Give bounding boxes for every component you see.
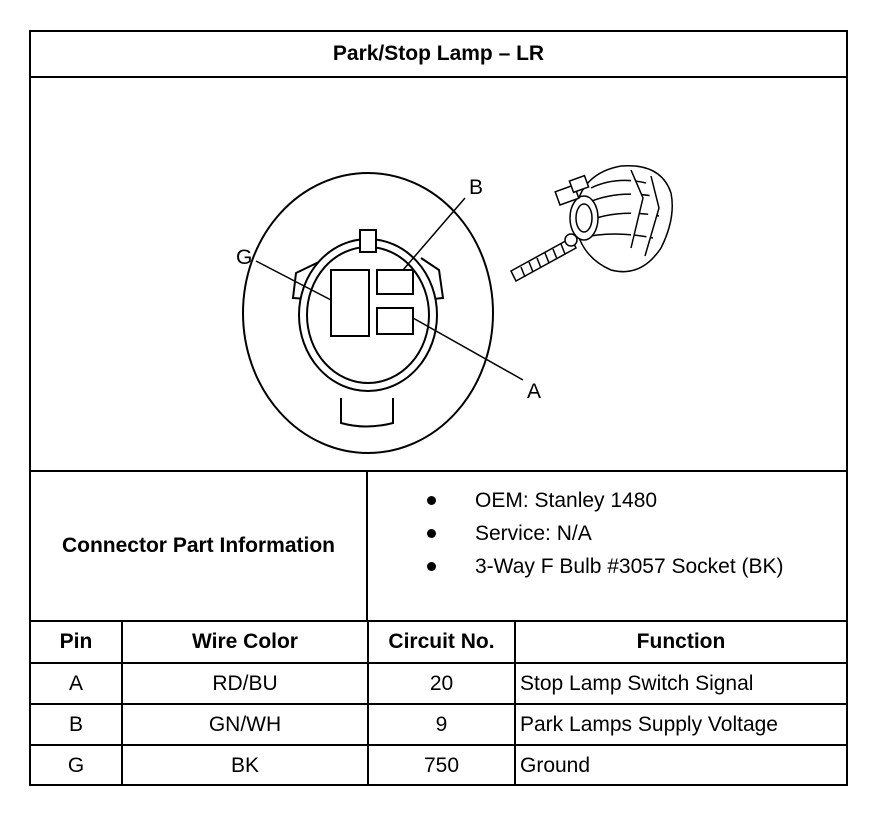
connector-diagram: G B A <box>31 78 846 470</box>
table-row: B GN/WH 9 Park Lamps Supply Voltage <box>31 703 846 746</box>
header-function: Function <box>514 622 846 664</box>
cell-pin: B <box>31 703 123 746</box>
socket-key <box>359 229 377 253</box>
page-title: Park/Stop Lamp – LR <box>31 32 846 78</box>
list-item: OEM: Stanley 1480 <box>368 484 846 517</box>
header-circuit: Circuit No. <box>367 622 516 664</box>
cell-function: Park Lamps Supply Voltage <box>514 703 846 746</box>
header-wire-color: Wire Color <box>121 622 369 664</box>
connector-info-label: Connector Part Information <box>31 472 368 620</box>
cell-pin: A <box>31 662 123 705</box>
cell-wire-color: RD/BU <box>121 662 369 705</box>
list-item: 3-Way F Bulb #3057 Socket (BK) <box>368 550 846 583</box>
cell-wire-color: BK <box>121 744 369 786</box>
connector-part-information: Connector Part Information OEM: Stanley … <box>31 470 846 622</box>
table-row: G BK 750 Ground <box>31 744 846 786</box>
cell-pin: G <box>31 744 123 786</box>
cell-function: Stop Lamp Switch Signal <box>514 662 846 705</box>
terminal-b <box>376 269 414 295</box>
table-row: A RD/BU 20 Stop Lamp Switch Signal <box>31 662 846 705</box>
pin-table: Pin Wire Color Circuit No. Function A RD… <box>31 622 846 786</box>
label-g: G <box>236 246 252 269</box>
connector-sheet: Park/Stop Lamp – LR <box>29 30 848 786</box>
cell-circuit: 750 <box>367 744 516 786</box>
connector-face-drawing: G B A <box>236 164 673 454</box>
terminal-a <box>376 307 414 335</box>
cell-circuit: 9 <box>367 703 516 746</box>
label-a: A <box>527 380 541 403</box>
cell-circuit: 20 <box>367 662 516 705</box>
bulb-socket-sketch <box>510 164 673 283</box>
terminal-g <box>330 269 370 337</box>
cell-wire-color: GN/WH <box>121 703 369 746</box>
cell-function: Ground <box>514 744 846 786</box>
header-pin: Pin <box>31 622 123 664</box>
label-b: B <box>469 176 483 199</box>
list-item: Service: N/A <box>368 517 846 550</box>
table-header-row: Pin Wire Color Circuit No. Function <box>31 622 846 664</box>
connector-info-list: OEM: Stanley 1480 Service: N/A 3-Way F B… <box>368 472 846 620</box>
